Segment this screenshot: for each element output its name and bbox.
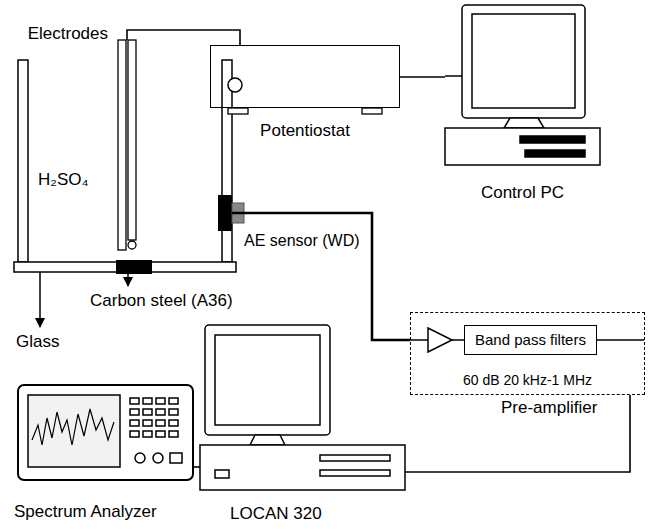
signal-wire: [193, 466, 200, 468]
locan-computer: LOCAN 320: [200, 325, 405, 490]
carbon-steel-sample: [116, 260, 152, 274]
filter-box: Band pass filters: [464, 325, 597, 355]
foot: [228, 108, 248, 114]
node-label: AE sensor (WD): [244, 231, 360, 250]
node-label: Electrodes: [28, 24, 108, 44]
signal-wire: [405, 395, 630, 472]
signal-wire: [597, 339, 644, 341]
node-label: 60 dB 20 kHz-1 MHz: [463, 372, 592, 389]
locan-drawing: [200, 325, 405, 490]
pc-drawing: [445, 5, 600, 165]
potentiostat-box: Potentiostat: [210, 45, 400, 108]
ae-sensor-body: [218, 195, 232, 231]
node-label: LOCAN 320: [230, 504, 322, 524]
control-pc: Control PC: [445, 5, 600, 165]
preamplifier-box: 60 dB 20 kHz-1 MHzPre-amplifierBand pass…: [410, 312, 645, 395]
node-label: Pre-amplifier: [501, 398, 597, 418]
node-label: Potentiostat: [260, 121, 350, 141]
amplifier-symbol: [428, 328, 452, 352]
foot: [362, 108, 382, 114]
node-label: Control PC: [481, 183, 564, 203]
spectrum-analyzer-drawing: [18, 385, 193, 480]
node-label: Spectrum Analyzer: [14, 502, 157, 522]
signal-wire: [410, 339, 428, 341]
leader-arrow: [39, 272, 41, 327]
electrode-rods: [118, 40, 136, 250]
knob: [228, 78, 242, 92]
signal-wire: [400, 76, 445, 78]
leader-arrow: [127, 274, 129, 286]
spectrum-analyzer: Spectrum Analyzer: [18, 385, 193, 480]
signal-wire: [127, 30, 240, 45]
signal-wire: [232, 213, 410, 340]
electrode: Electrodes: [116, 40, 138, 252]
node-label: Band pass filters: [475, 331, 586, 349]
signal-wire: [452, 339, 464, 341]
ae-sensor: AE sensor (WD): [218, 195, 232, 231]
part-label: Carbon steel (A36): [90, 291, 233, 311]
part-label: Glass: [16, 332, 59, 352]
electrolyte-label: H₂SO₄: [38, 170, 88, 190]
